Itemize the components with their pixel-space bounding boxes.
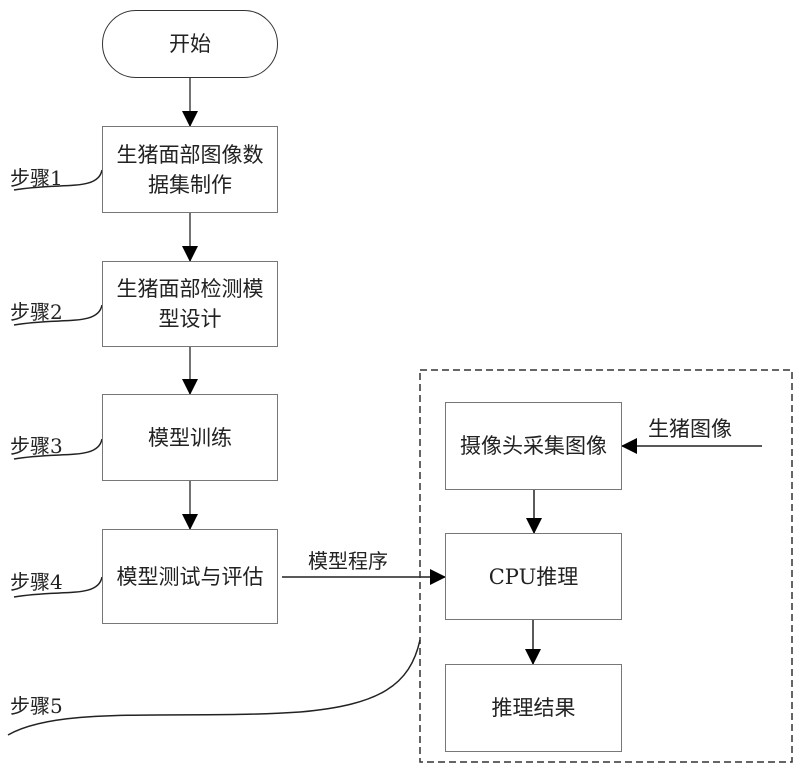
step3-label: 步骤3	[10, 434, 63, 458]
leader-step2	[13, 304, 103, 326]
result-box: 推理结果	[445, 664, 622, 752]
step5-dashed-group	[419, 369, 793, 763]
step4-box: 模型测试与评估	[102, 529, 278, 624]
step1-label: 步骤1	[10, 166, 63, 190]
leader-step4	[13, 576, 103, 598]
start-node: 开始	[102, 10, 278, 78]
step1-text: 生猪面部图像数据集制作	[116, 142, 264, 197]
pig-image-label: 生猪图像	[648, 417, 732, 441]
step2-text: 生猪面部检测模型设计	[116, 277, 264, 331]
leader-step5	[7, 639, 421, 736]
leader-step3	[13, 438, 103, 460]
start-text: 开始	[169, 32, 211, 56]
step2-label: 步骤2	[10, 300, 63, 324]
step5-label: 步骤5	[10, 694, 63, 718]
model-program-label: 模型程序	[308, 549, 388, 573]
cpu-box: CPU推理	[445, 533, 622, 620]
result-text: 推理结果	[491, 696, 576, 720]
cpu-text: CPU推理	[488, 564, 579, 589]
step4-text: 模型测试与评估	[116, 564, 264, 589]
camera-text: 摄像头采集图像	[460, 434, 607, 458]
camera-box: 摄像头采集图像	[445, 402, 622, 490]
step2-box: 生猪面部检测模型设计	[102, 261, 278, 347]
step3-text: 模型训练	[148, 425, 232, 450]
step3-box: 模型训练	[102, 394, 278, 481]
step1-box: 生猪面部图像数据集制作	[102, 126, 278, 213]
step4-label: 步骤4	[10, 570, 63, 594]
leader-step1	[13, 169, 103, 191]
